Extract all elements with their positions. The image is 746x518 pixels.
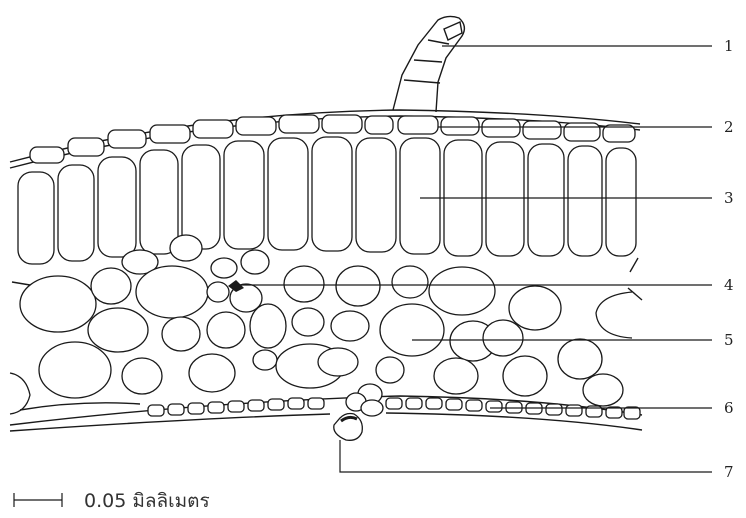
label-4: 4 [724, 276, 734, 294]
label-2: 2 [724, 118, 734, 136]
label-5: 5 [724, 331, 734, 349]
palisade-mesophyll [18, 137, 636, 264]
scale-bar: 0.05 มิลลิเมตร [14, 490, 210, 512]
label-6: 6 [724, 399, 734, 417]
label-7: 7 [724, 463, 734, 481]
trichome [393, 16, 464, 112]
spongy-mesophyll [10, 235, 642, 414]
label-3: 3 [724, 189, 734, 207]
part-labels: 1 2 3 4 5 6 7 [724, 37, 734, 481]
lower-epidermis [10, 396, 642, 431]
scale-bar-label: 0.05 มิลลิเมตร [84, 490, 210, 512]
stoma [334, 384, 383, 440]
leader-line-7 [340, 440, 712, 472]
label-1: 1 [724, 37, 734, 55]
